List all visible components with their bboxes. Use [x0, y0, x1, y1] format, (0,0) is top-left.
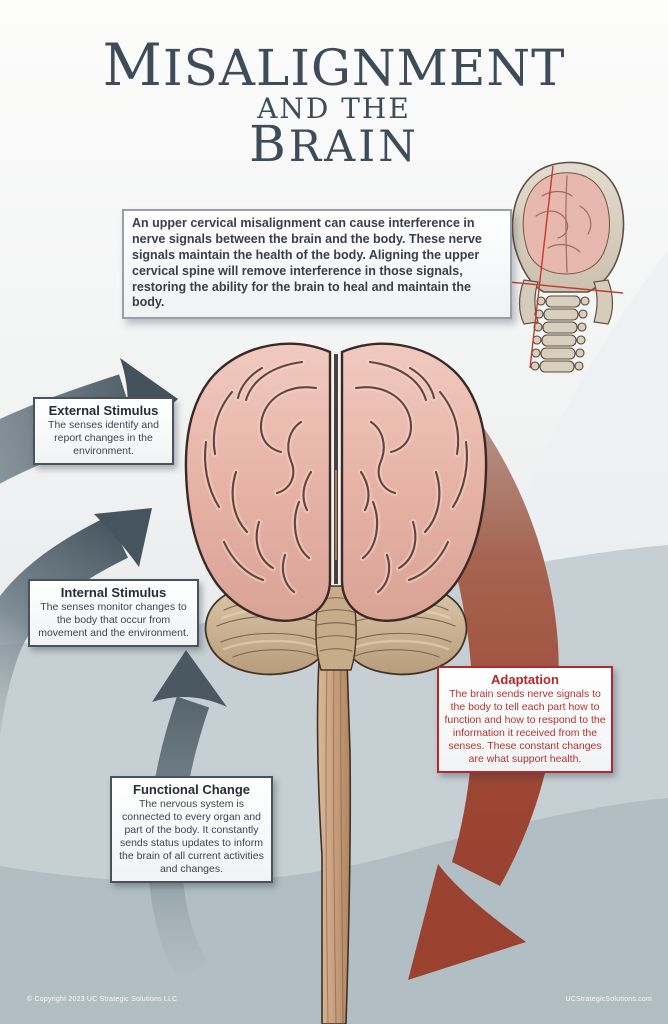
- cerebrum: [184, 342, 488, 622]
- callout-internal-title: Internal Stimulus: [60, 585, 167, 600]
- footer-copyright: © Copyright 2023 UC Strategic Solutions …: [27, 996, 178, 1003]
- title-line-1: MISALIGNMENT: [102, 31, 566, 99]
- callout-internal-body: The senses monitor changes to the body t…: [38, 601, 189, 640]
- callout-adaptation: Adaptation The brain sends nerve signals…: [437, 666, 613, 774]
- callout-adaptation-body: The brain sends nerve signals to the bod…: [444, 688, 606, 766]
- internal-stimulus-arrow: [0, 508, 152, 737]
- callout-functional-body: The nervous system is connected to every…: [119, 798, 264, 876]
- callout-external-body: The senses identify and report changes i…: [48, 419, 159, 458]
- cervical-spine: [530, 295, 590, 373]
- callout-functional-title: Functional Change: [133, 782, 250, 797]
- intro-text: An upper cervical misalignment can cause…: [132, 216, 482, 310]
- title-line-3: BRAIN: [249, 115, 419, 173]
- callout-adaptation-title: Adaptation: [491, 672, 559, 687]
- title-line-2: AND THE: [257, 92, 411, 125]
- intro-box: An upper cervical misalignment can cause…: [122, 209, 512, 320]
- callout-internal-stimulus: Internal Stimulus The senses monitor cha…: [28, 579, 199, 648]
- callout-external-stimulus: External Stimulus The senses identify an…: [33, 397, 174, 466]
- callout-external-title: External Stimulus: [48, 403, 159, 418]
- footer-website: UCStrategicSolutions.com: [565, 996, 652, 1003]
- brain-illustration: [184, 342, 488, 1024]
- skull-illustration: [487, 161, 625, 373]
- misalignment-axis-vertical: [529, 165, 554, 369]
- callout-functional-change: Functional Change The nervous system is …: [110, 776, 273, 884]
